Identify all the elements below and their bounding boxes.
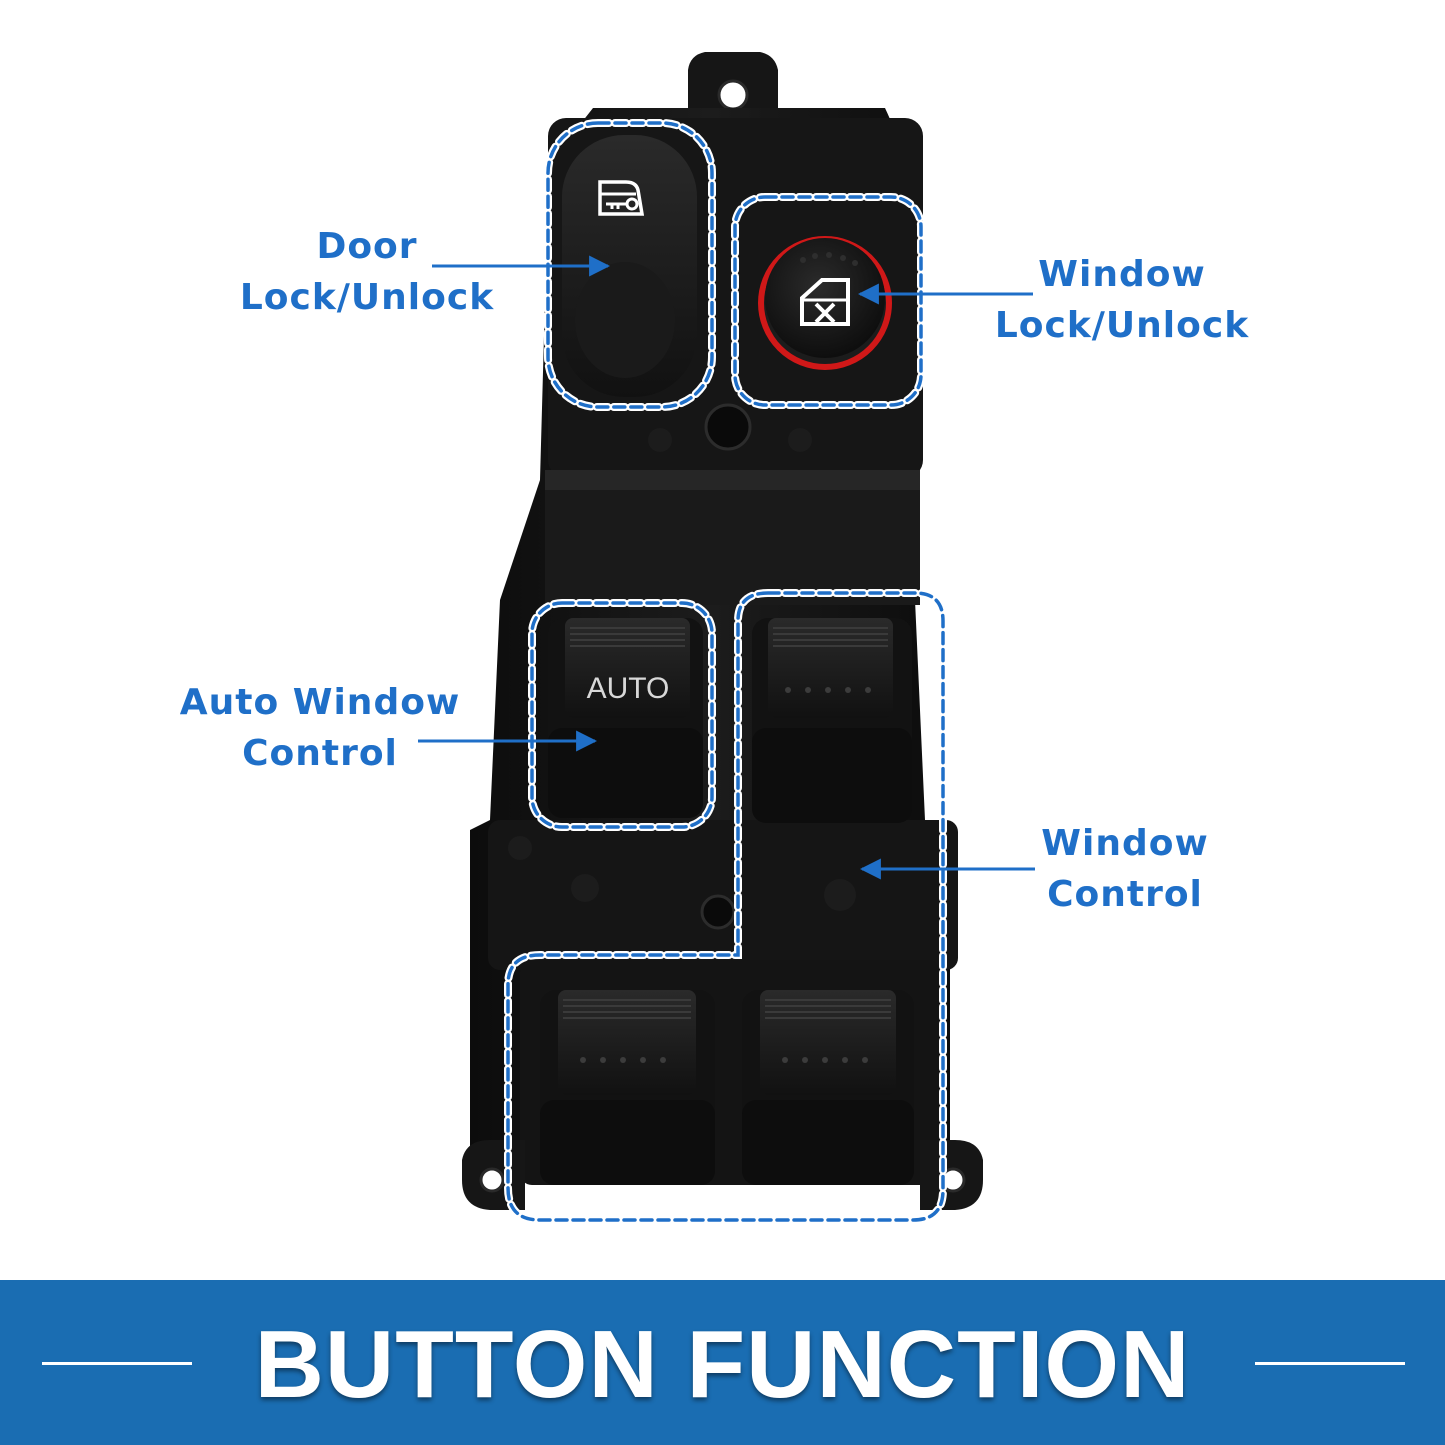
- door-lock-label-line1: Door: [316, 226, 418, 267]
- banner-rule-right: [1255, 1362, 1405, 1365]
- door-lock-rocker[interactable]: [562, 135, 697, 397]
- banner-rule-left: [42, 1362, 192, 1365]
- window-switch-rear-right[interactable]: [742, 990, 914, 1185]
- top-mount-tab: [688, 52, 778, 112]
- window-switch-rear-left[interactable]: [540, 990, 715, 1185]
- door-lock-label-line2: Lock/Unlock: [239, 277, 495, 318]
- auto-window-label-line2: Control: [242, 733, 398, 774]
- window-control-label-line1: Window: [1041, 823, 1209, 864]
- auto-button-text: AUTO: [587, 672, 670, 705]
- product-illustration: AUTO: [170, 52, 1262, 1224]
- window-switch-panel: AUTO: [418, 52, 1035, 1224]
- callout-arrows: [418, 255, 1035, 880]
- banner-title: BUTTON FUNCTION: [254, 1311, 1191, 1418]
- window-lock-label-line2: Lock/Unlock: [994, 305, 1250, 346]
- door-lock-icon: [598, 180, 645, 216]
- auto-window-label: Auto Window Control: [170, 677, 470, 779]
- window-lock-knob[interactable]: [758, 236, 892, 370]
- auto-window-label-line1: Auto Window: [179, 682, 461, 723]
- title-banner: BUTTON FUNCTION: [0, 1280, 1445, 1445]
- window-lock-label: Window Lock/Unlock: [982, 249, 1262, 351]
- window-control-outline: [504, 589, 947, 1224]
- door-lock-label: Door Lock/Unlock: [232, 221, 502, 323]
- window-lock-outline: [731, 193, 925, 409]
- window-control-label: Window Control: [1020, 818, 1230, 920]
- window-lock-label-line1: Window: [1038, 254, 1206, 295]
- window-control-label-line2: Control: [1047, 874, 1203, 915]
- auto-window-switch[interactable]: AUTO: [548, 618, 703, 818]
- window-lock-icon: [800, 278, 850, 326]
- window-switch-front-right[interactable]: [752, 618, 912, 823]
- auto-window-outline: [528, 599, 716, 831]
